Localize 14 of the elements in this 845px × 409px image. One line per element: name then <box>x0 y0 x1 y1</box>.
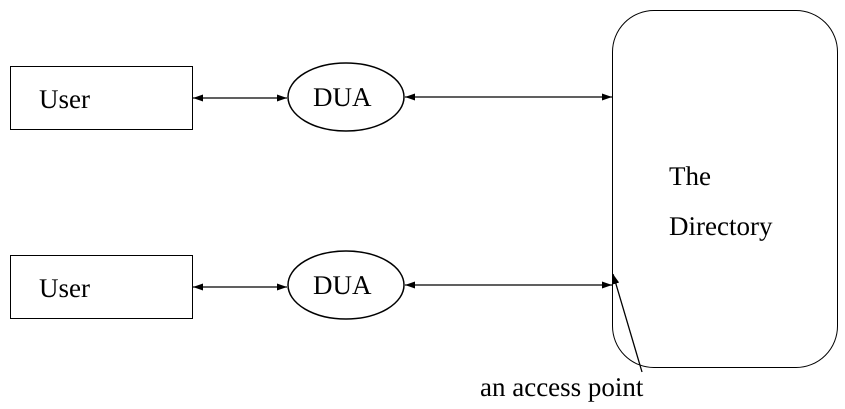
user-box <box>10 66 193 130</box>
leader-line <box>612 274 643 372</box>
node-label: The Directory <box>669 160 774 243</box>
user-box <box>10 255 193 319</box>
double-arrow <box>193 94 287 102</box>
node-label: User <box>39 272 90 305</box>
double-arrow <box>405 282 612 288</box>
node-label: DUA <box>313 269 372 302</box>
double-arrow <box>405 94 612 100</box>
label-text: an access point <box>480 371 644 404</box>
node-label: User <box>39 83 90 116</box>
node-label: DUA <box>313 81 372 114</box>
double-arrow <box>193 284 287 290</box>
directory-box <box>612 10 838 368</box>
